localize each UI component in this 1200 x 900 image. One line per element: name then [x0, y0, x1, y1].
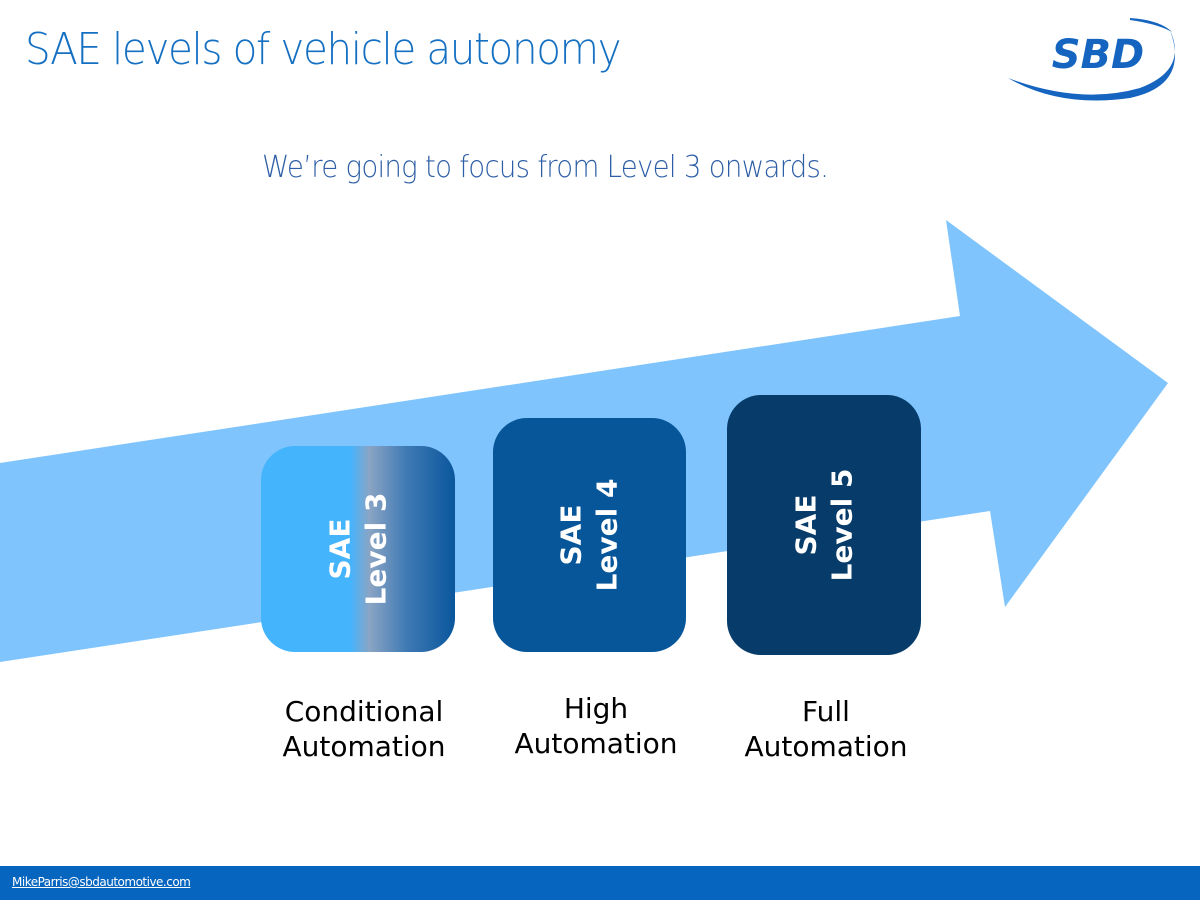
level-4-description: High Automation — [494, 691, 698, 761]
level-4-desc-line2: Automation — [514, 727, 678, 760]
level-5-desc-line2: Automation — [744, 730, 908, 763]
logo-text: SBD — [1052, 32, 1145, 78]
level-3-box: SAE Level 3 — [261, 446, 455, 652]
logo-top-arc — [1130, 18, 1172, 32]
level-4-desc-line1: High — [563, 692, 629, 725]
sbd-logo: SBD — [1008, 18, 1175, 101]
level-4-box: SAE Level 4 — [493, 418, 686, 652]
level-3-description: Conditional Automation — [262, 694, 466, 764]
level-4-line2: Level 4 — [590, 478, 624, 592]
level-5-line2: Level 5 — [825, 468, 858, 582]
level-5-line1: SAE — [789, 494, 822, 556]
level-3-desc-line2: Automation — [282, 730, 446, 763]
level-3-line2: Level 3 — [359, 492, 392, 606]
level-5-desc-line1: Full — [802, 695, 850, 728]
level-3-line1: SAE — [323, 518, 356, 580]
level-4-line1: SAE — [554, 504, 588, 566]
slide-title: SAE levels of vehicle autonomy — [25, 24, 622, 75]
slide-subtitle: We’re going to focus from Level 3 onward… — [262, 150, 829, 185]
footer-email-link[interactable]: MikeParris@sbdautomotive.com — [12, 875, 191, 889]
level-5-description: Full Automation — [724, 694, 928, 764]
level-5-box: SAE Level 5 — [727, 395, 921, 655]
level-3-desc-line1: Conditional — [284, 695, 444, 728]
footer-bar: MikeParris@sbdautomotive.com — [0, 866, 1200, 900]
